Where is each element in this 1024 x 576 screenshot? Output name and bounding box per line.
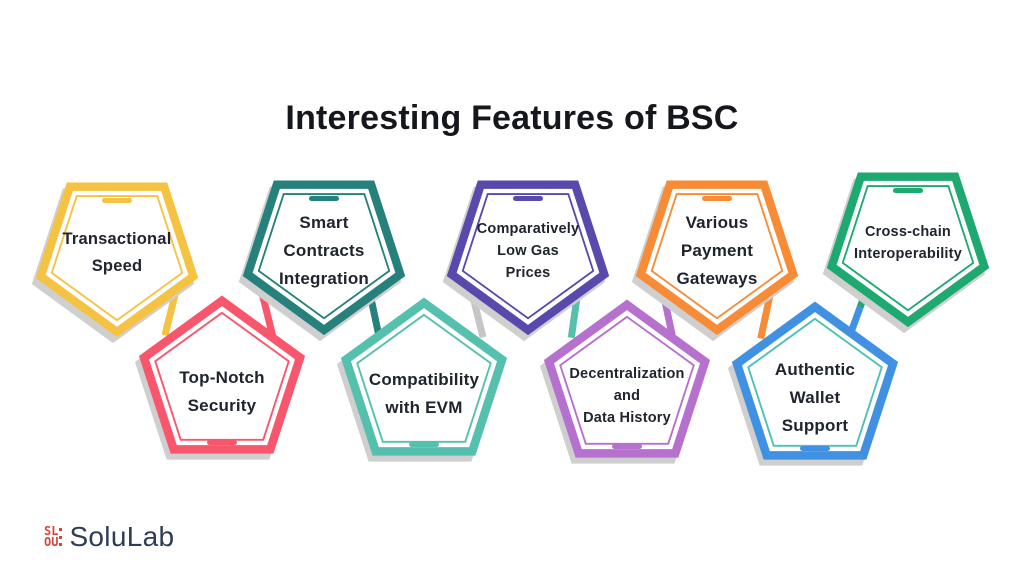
pentagon-shape-icon — [826, 172, 990, 328]
feature-label: Various Payment Gateways — [676, 213, 758, 288]
accent-dash — [702, 196, 732, 201]
accent-dash — [612, 444, 642, 449]
feature-label: Compatibility with EVM — [368, 370, 480, 417]
solulab-logo-text: SoluLab — [69, 521, 175, 552]
feature-pentagon-top-notch-security: Top-Notch Security — [133, 294, 311, 469]
feature-pentagon-comparatively-low-gas-prices: Comparatively Low Gas Prices — [441, 166, 615, 337]
accent-dash — [102, 198, 132, 203]
feature-label: Top-Notch Security — [179, 368, 265, 415]
feature-pentagon-transactional-speed: Transactional Speed — [30, 168, 204, 339]
pentagon-shape-icon — [543, 299, 711, 458]
feature-label: Comparatively Low Gas Prices — [476, 221, 580, 281]
feature-pentagon-cross-chain-interoperability: Cross-chain Interoperability — [821, 158, 995, 329]
pentagon-shape-icon — [340, 297, 508, 456]
feature-pentagon-decentralization-and-data-history: Decentralization and Data History — [538, 298, 716, 473]
pentagon-shape-icon — [138, 295, 306, 454]
solulab-logo-mark-icon: SL OU — [44, 525, 63, 548]
feature-label: Authentic Wallet Support — [774, 360, 856, 435]
feature-pentagon-smart-contracts-integration: Smart Contracts Integration — [237, 166, 411, 337]
feature-pentagon-compatibility-with-evm: Compatibility with EVM — [335, 296, 513, 471]
accent-dash — [207, 440, 237, 445]
pentagon-shape-icon — [635, 180, 799, 336]
accent-dash — [513, 196, 543, 201]
accent-dash — [309, 196, 339, 201]
feature-label: Cross-chain Interoperability — [854, 224, 962, 262]
feature-pentagon-various-payment-gateways: Various Payment Gateways — [630, 166, 804, 337]
feature-label: Decentralization and Data History — [569, 366, 685, 426]
feature-pentagon-authentic-wallet-support: Authentic Wallet Support — [726, 300, 904, 475]
pentagon-shape-icon — [35, 182, 199, 338]
pentagon-shape-icon — [731, 301, 899, 460]
pentagon-shape-icon — [242, 180, 406, 336]
accent-dash — [800, 446, 830, 451]
page-title: Interesting Features of BSC — [285, 98, 739, 137]
accent-dash — [893, 188, 923, 193]
accent-dash — [409, 442, 439, 447]
pentagon-shape-icon — [446, 180, 610, 336]
solulab-logo: SL OU SoluLab — [44, 521, 174, 553]
feature-label: Smart Contracts Integration — [278, 213, 370, 288]
feature-label: Transactional Speed — [62, 230, 172, 275]
